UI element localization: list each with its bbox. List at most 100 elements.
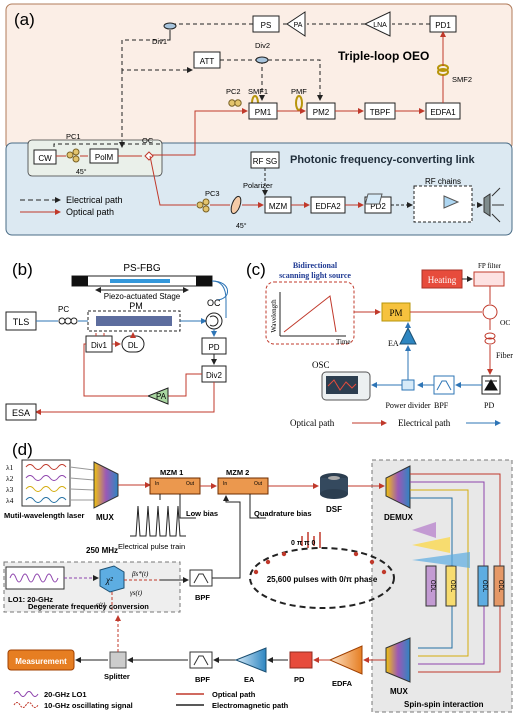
loop-electrical-line (121, 23, 253, 73)
legend-optical-text: Optical path (66, 207, 114, 217)
panel-a-label: (a) (14, 10, 35, 29)
dl-label: DL (128, 341, 139, 350)
oc-label-b: OC (207, 298, 221, 308)
bpf2-block (189, 651, 213, 669)
oc-label-c: OC (500, 318, 510, 327)
psfbg-label: PS-FBG (123, 263, 160, 274)
pc-label: PC (58, 305, 69, 314)
splitter-label: Splitter (104, 672, 130, 681)
bpf2-icon (193, 655, 209, 666)
laser-wave-4 (25, 497, 67, 503)
source-axis-x: Time (336, 338, 351, 346)
pm2-label: PM2 (313, 108, 330, 117)
pc1-paddle (66, 151, 74, 159)
fbg-to-oc (211, 280, 227, 318)
quad-bias-label: Quadrature bias (254, 509, 312, 518)
legend-electrical-text: Electrical path (66, 195, 123, 205)
rf-chain-amp-icon (443, 195, 460, 209)
pd2-label: PD2 (370, 202, 386, 211)
lambda-2: λ2 (6, 474, 14, 483)
beta-label: βs*(t) (131, 570, 149, 578)
pm-waveguide (96, 316, 172, 326)
edfa1-label: EDFA1 (430, 108, 456, 117)
fp-filter-label: FP filter (478, 262, 502, 270)
pc1-paddle-b (72, 148, 80, 156)
pa-to-div1 (83, 343, 148, 397)
polarizer-icon (230, 195, 242, 215)
pmf-coil (295, 95, 303, 111)
fiber-coil (484, 332, 496, 340)
mzm1-label: MZM 1 (160, 468, 183, 477)
pa-label-b: PA (156, 392, 167, 401)
div1-label-b: Div1 (91, 341, 108, 350)
div2-splitter (255, 56, 269, 64)
laser-to-mux (69, 466, 95, 501)
cw-label: CW (38, 154, 52, 163)
antenna-radiation-icon (491, 187, 504, 223)
mux-label: MUX (96, 513, 114, 522)
ea-block-d (234, 647, 267, 673)
legend-lo-text: 20-GHz LO1 (44, 690, 87, 699)
lambda-3: λ3 (6, 485, 14, 494)
panel-b-label: (b) (12, 260, 33, 279)
pulse-train-label: Electrical pulse train (118, 542, 185, 551)
laser-wave-2 (25, 475, 67, 481)
div1-to-pm (95, 333, 105, 336)
esa-label: ESA (12, 408, 30, 418)
pc3-paddle-b (202, 198, 210, 206)
legend-em-text: Electromagnetic path (212, 701, 289, 710)
splitter-icon (109, 651, 127, 669)
lna-amplifier (363, 11, 391, 37)
bpf-block-c (433, 375, 455, 395)
pulse-sticks (301, 532, 321, 548)
oc-label: OC (142, 136, 154, 145)
fbg-grating (110, 279, 170, 283)
laser-label: Mutil-wavelength laser (4, 511, 85, 520)
pa-amplifier (286, 11, 306, 37)
polarizer-angle-label: 45° (236, 222, 247, 230)
pc2-paddle-b (234, 99, 242, 107)
tls-label: TLS (13, 317, 30, 327)
source-title-2: scanning light source (279, 271, 351, 280)
cw-block (33, 149, 57, 165)
pd-label-c: PD (484, 401, 494, 410)
div2-to-pa (168, 373, 202, 397)
fp-filter-block (473, 271, 505, 287)
lo1-box (5, 566, 65, 590)
pc1-label: PC1 (66, 132, 81, 141)
polm-angle-label: 45° (76, 168, 87, 176)
mzm-label: MZM (269, 202, 288, 211)
pulse-ring (249, 547, 395, 609)
pc3-paddle-c (202, 205, 210, 213)
lo1-label: LO1: 20-GHz (8, 595, 53, 604)
ring-pulse-b (265, 559, 271, 565)
pc3-paddle (196, 201, 204, 209)
oc-to-pm1 (150, 108, 248, 156)
pd1-label: PD1 (435, 21, 451, 30)
osc-label: OSC (312, 360, 330, 370)
pm1-label: PM1 (255, 108, 272, 117)
odl-1-label: ODL (429, 580, 435, 593)
rate-label: 250 MHz (86, 546, 118, 555)
spin-label: Spin-spin interaction (404, 700, 484, 709)
odl-4 (493, 565, 505, 607)
rf-chain-icon (364, 193, 383, 205)
pd-block-d (289, 651, 313, 669)
oc-to-pc3 (149, 155, 196, 206)
panel-d: (d) λ1 λ2 λ3 λ4 Mutil-wavelength laser M… (3, 440, 513, 713)
osc-trace (327, 379, 357, 391)
rf-sg-label: RF SG (253, 157, 277, 166)
dfc-label: Degenerate frequency conversion (28, 602, 149, 611)
rf-chains-label: RF chains (425, 177, 461, 186)
pm-label: PM (129, 301, 143, 311)
bpf-label-c: BPF (434, 401, 449, 410)
bpf-icon-c (436, 380, 452, 391)
ea-label-c: EA (388, 339, 399, 348)
heating-label: Heating (428, 275, 457, 285)
dsf-label: DSF (326, 505, 342, 514)
source-axes (279, 292, 346, 337)
pd-label-b: PD (208, 343, 219, 352)
pc-paddle-b (64, 317, 72, 325)
dsf-coil-bottom (320, 489, 348, 499)
